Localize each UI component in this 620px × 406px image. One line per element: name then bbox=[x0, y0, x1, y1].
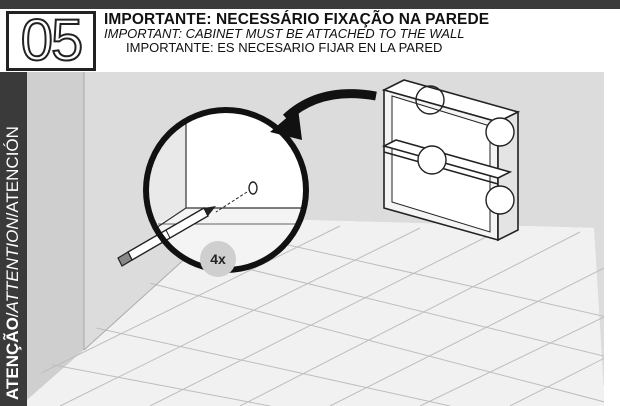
heading-spanish: IMPORTANTE: ES NECESARIO FIJAR EN LA PAR… bbox=[126, 40, 443, 55]
attention-sidebar: ATENÇÃO/ATTENTION/ATENCIÓN bbox=[0, 72, 27, 406]
attention-label: ATENÇÃO/ATTENTION/ATENCIÓN bbox=[3, 126, 22, 400]
top-bar bbox=[0, 0, 620, 9]
quantity-label: 4x bbox=[210, 251, 226, 267]
step-number-box: 05 bbox=[6, 11, 96, 71]
pencil-icon bbox=[117, 206, 216, 267]
quantity-badge bbox=[200, 241, 236, 277]
step-number: 05 bbox=[20, 8, 84, 73]
wall-cabinet bbox=[381, 79, 521, 242]
heading-english: IMPORTANT: CABINET MUST BE ATTACHED TO T… bbox=[104, 26, 465, 41]
left-wall bbox=[27, 72, 84, 400]
floor bbox=[27, 218, 604, 406]
zoom-detail: 4x bbox=[117, 107, 309, 277]
attention-es: ATENCIÓN bbox=[3, 126, 22, 213]
installation-illustration: 4x bbox=[27, 72, 604, 406]
attention-en: ATTENTION bbox=[3, 217, 22, 313]
curved-arrow-icon bbox=[270, 89, 377, 140]
attention-pt: ATENÇÃO bbox=[3, 317, 22, 400]
floor-tiles bbox=[27, 221, 604, 406]
heading-portuguese: IMPORTANTE: NECESSÁRIO FIXAÇÃO NA PAREDE bbox=[104, 11, 490, 28]
drill-hole-mark bbox=[248, 181, 258, 195]
heading-block: IMPORTANTE: NECESSÁRIO FIXAÇÃO NA PAREDE… bbox=[104, 12, 604, 55]
